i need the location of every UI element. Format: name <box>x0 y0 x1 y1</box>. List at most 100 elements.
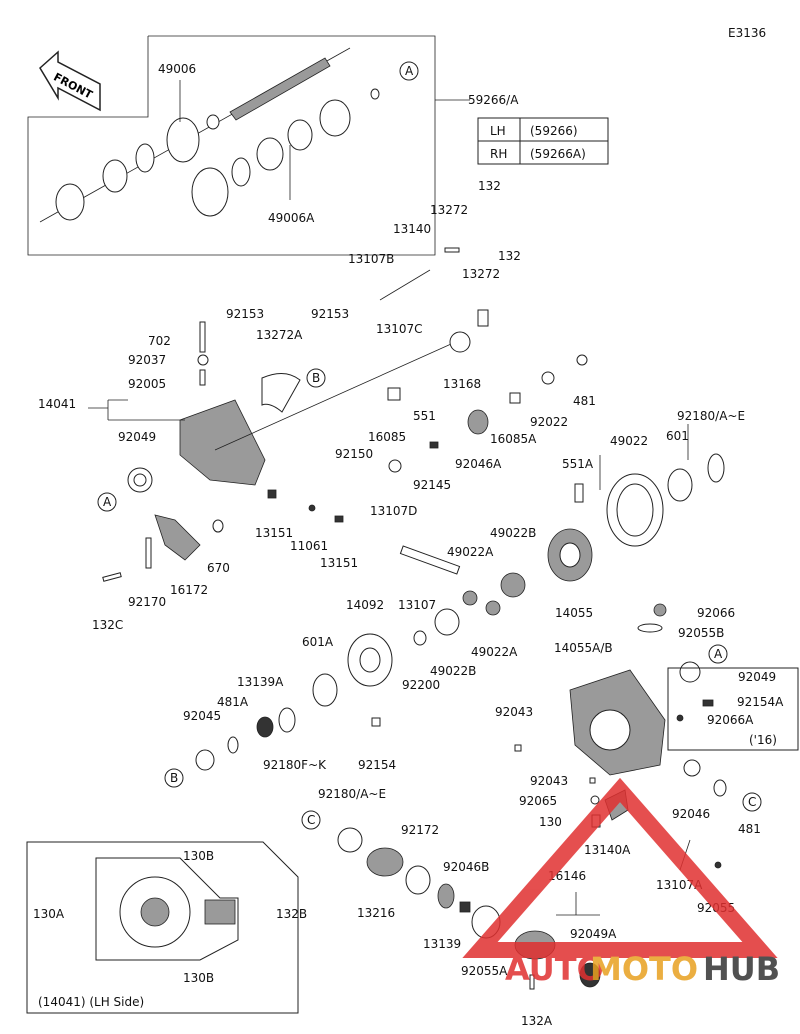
label-130B-bottom: 130B <box>183 971 214 985</box>
label-13272A: 13272A <box>256 328 303 342</box>
label-92066A: 92066A <box>707 713 754 727</box>
label-49022: 49022 <box>610 434 648 448</box>
label-551: 551 <box>413 409 436 423</box>
label-16085A: 16085A <box>490 432 537 446</box>
label-13139: 13139 <box>423 937 461 951</box>
label-92049A: 92049A <box>570 927 617 941</box>
table-lh: LH <box>490 124 506 138</box>
label-92046B: 92046B <box>443 860 489 874</box>
label-92180FK: 92180F~K <box>263 758 327 772</box>
label-92005: 92005 <box>128 377 166 391</box>
label-13107C: 13107C <box>376 322 423 336</box>
callout-a-top: A <box>399 61 419 81</box>
watermark-triangle-icon <box>462 777 778 958</box>
label-92043: 92043 <box>495 705 533 719</box>
watermark-text-c: HUB <box>703 950 780 988</box>
label-49022B-b: 49022B <box>430 664 476 678</box>
label-92046A: 92046A <box>455 457 502 471</box>
label-132: 132 <box>478 179 501 193</box>
table-rh: RH <box>490 147 507 161</box>
label-92055A: 92055A <box>461 964 508 978</box>
differential-parts <box>102 247 725 771</box>
label-132A: 132A <box>521 1014 553 1028</box>
watermark-text-a: AUTO <box>505 950 604 988</box>
part-labels: 49006 59266/A 49006A 132 13272 13140 131… <box>33 62 784 1028</box>
label-13140: 13140 <box>393 222 431 236</box>
label-92154A: 92154A <box>737 695 784 709</box>
label-13107: 13107 <box>398 598 436 612</box>
callout-b-left: B <box>164 768 184 788</box>
callout-a-right: A <box>708 644 728 664</box>
diagram-code: E3136 <box>728 26 766 40</box>
label-13168: 13168 <box>443 377 481 391</box>
label-132C: 132C <box>92 618 123 632</box>
inset-lh-side: (14041) (LH Side) <box>26 841 299 1014</box>
label-49022B: 49022B <box>490 526 536 540</box>
label-92043-b: 92043 <box>530 774 568 788</box>
label-49006: 49006 <box>158 62 196 76</box>
label-132b: 132 <box>498 249 521 263</box>
label-13140A: 13140A <box>584 843 631 857</box>
front-arrow-icon: FRONT <box>39 50 101 112</box>
label-130A: 130A <box>33 907 65 921</box>
label-59266: 59266/A <box>468 93 519 107</box>
label-92065: 92065 <box>519 794 557 808</box>
label-92200: 92200 <box>402 678 440 692</box>
label-14092: 14092 <box>346 598 384 612</box>
label-92046: 92046 <box>672 807 710 821</box>
label-601A: 601A <box>302 635 334 649</box>
watermark-logo: AUTO MOTO HUB <box>462 777 780 988</box>
label-92037: 92037 <box>128 353 166 367</box>
callout-c-left: C <box>301 810 321 830</box>
svg-text:A: A <box>103 495 112 509</box>
label-92145: 92145 <box>413 478 451 492</box>
label-92154: 92154 <box>358 758 396 772</box>
label-551A: 551A <box>562 457 594 471</box>
label-92153b: 92153 <box>311 307 349 321</box>
label-11061: 11061 <box>290 539 328 553</box>
label-670: 670 <box>207 561 230 575</box>
label-92180-b: 92180/A~E <box>318 787 386 801</box>
watermark-text-b: MOTO <box>590 950 698 988</box>
label-92150: 92150 <box>335 447 373 461</box>
label-92055B: 92055B <box>678 626 724 640</box>
label-92045: 92045 <box>183 709 221 723</box>
label-130B-top: 130B <box>183 849 214 863</box>
label-92022: 92022 <box>530 415 568 429</box>
leader-lines <box>88 399 689 916</box>
label-92049-b: 92049 <box>738 670 776 684</box>
svg-text:A: A <box>714 647 723 661</box>
label-49006A: 49006A <box>268 211 315 225</box>
label-49022A: 49022A <box>447 545 494 559</box>
label-13151a: 13151 <box>255 526 293 540</box>
label-92153a: 92153 <box>226 307 264 321</box>
callout-c-right: C <box>742 792 762 812</box>
label-13107D: 13107D <box>370 504 417 518</box>
label-92049: 92049 <box>118 430 156 444</box>
label-92180: 92180/A~E <box>677 409 745 423</box>
label-702: 702 <box>148 334 171 348</box>
label-49022A-b: 49022A <box>471 645 518 659</box>
label-13216: 13216 <box>357 906 395 920</box>
label-13139A: 13139A <box>237 675 284 689</box>
table-lh-part: (59266) <box>530 124 578 138</box>
label-601: 601 <box>666 429 689 443</box>
callout-a-left: A <box>97 492 117 512</box>
label-14055AB: 14055A/B <box>554 641 613 655</box>
label-13272: 13272 <box>430 203 468 217</box>
svg-text:C: C <box>307 813 315 827</box>
callout-b-top: B <box>306 368 326 388</box>
axle-shaft <box>39 47 380 223</box>
label-13151b: 13151 <box>320 556 358 570</box>
label-92066: 92066 <box>697 606 735 620</box>
axle-kit-frame <box>27 35 436 256</box>
label-92170: 92170 <box>128 595 166 609</box>
label-130: 130 <box>539 815 562 829</box>
svg-text:B: B <box>170 771 178 785</box>
label-16172: 16172 <box>170 583 208 597</box>
label-481A: 481A <box>217 695 249 709</box>
label-481-b: 481 <box>738 822 761 836</box>
svg-text:C: C <box>748 795 756 809</box>
